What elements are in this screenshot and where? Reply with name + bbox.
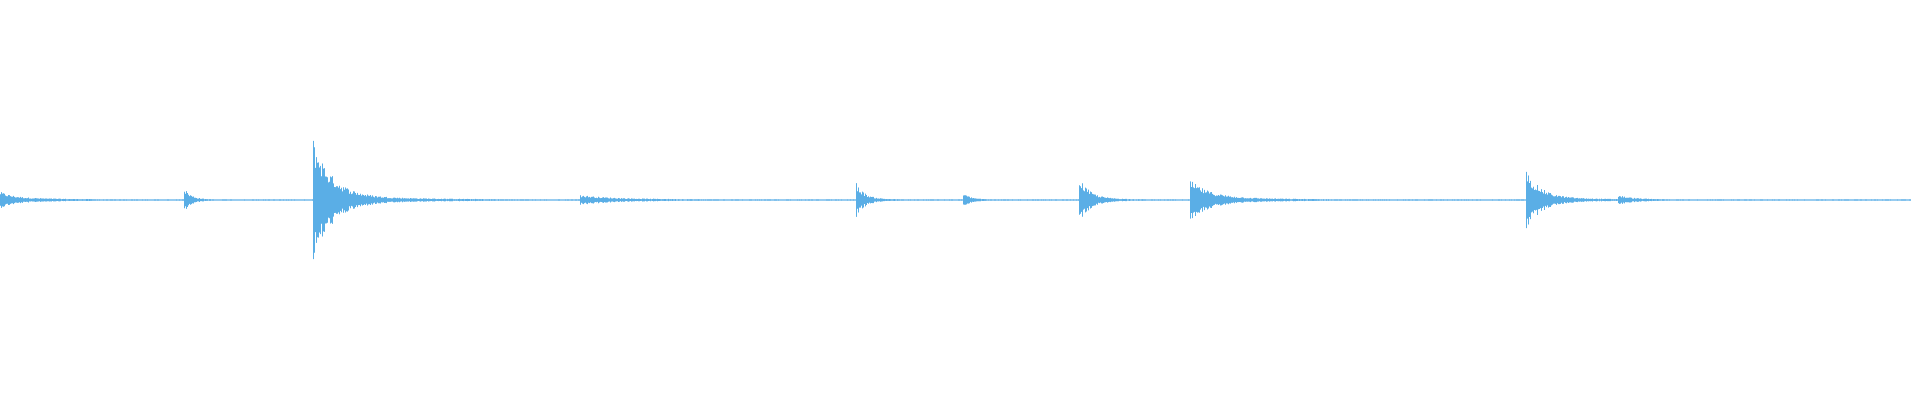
waveform-samples bbox=[0, 140, 1911, 260]
waveform-trace bbox=[0, 140, 1911, 260]
